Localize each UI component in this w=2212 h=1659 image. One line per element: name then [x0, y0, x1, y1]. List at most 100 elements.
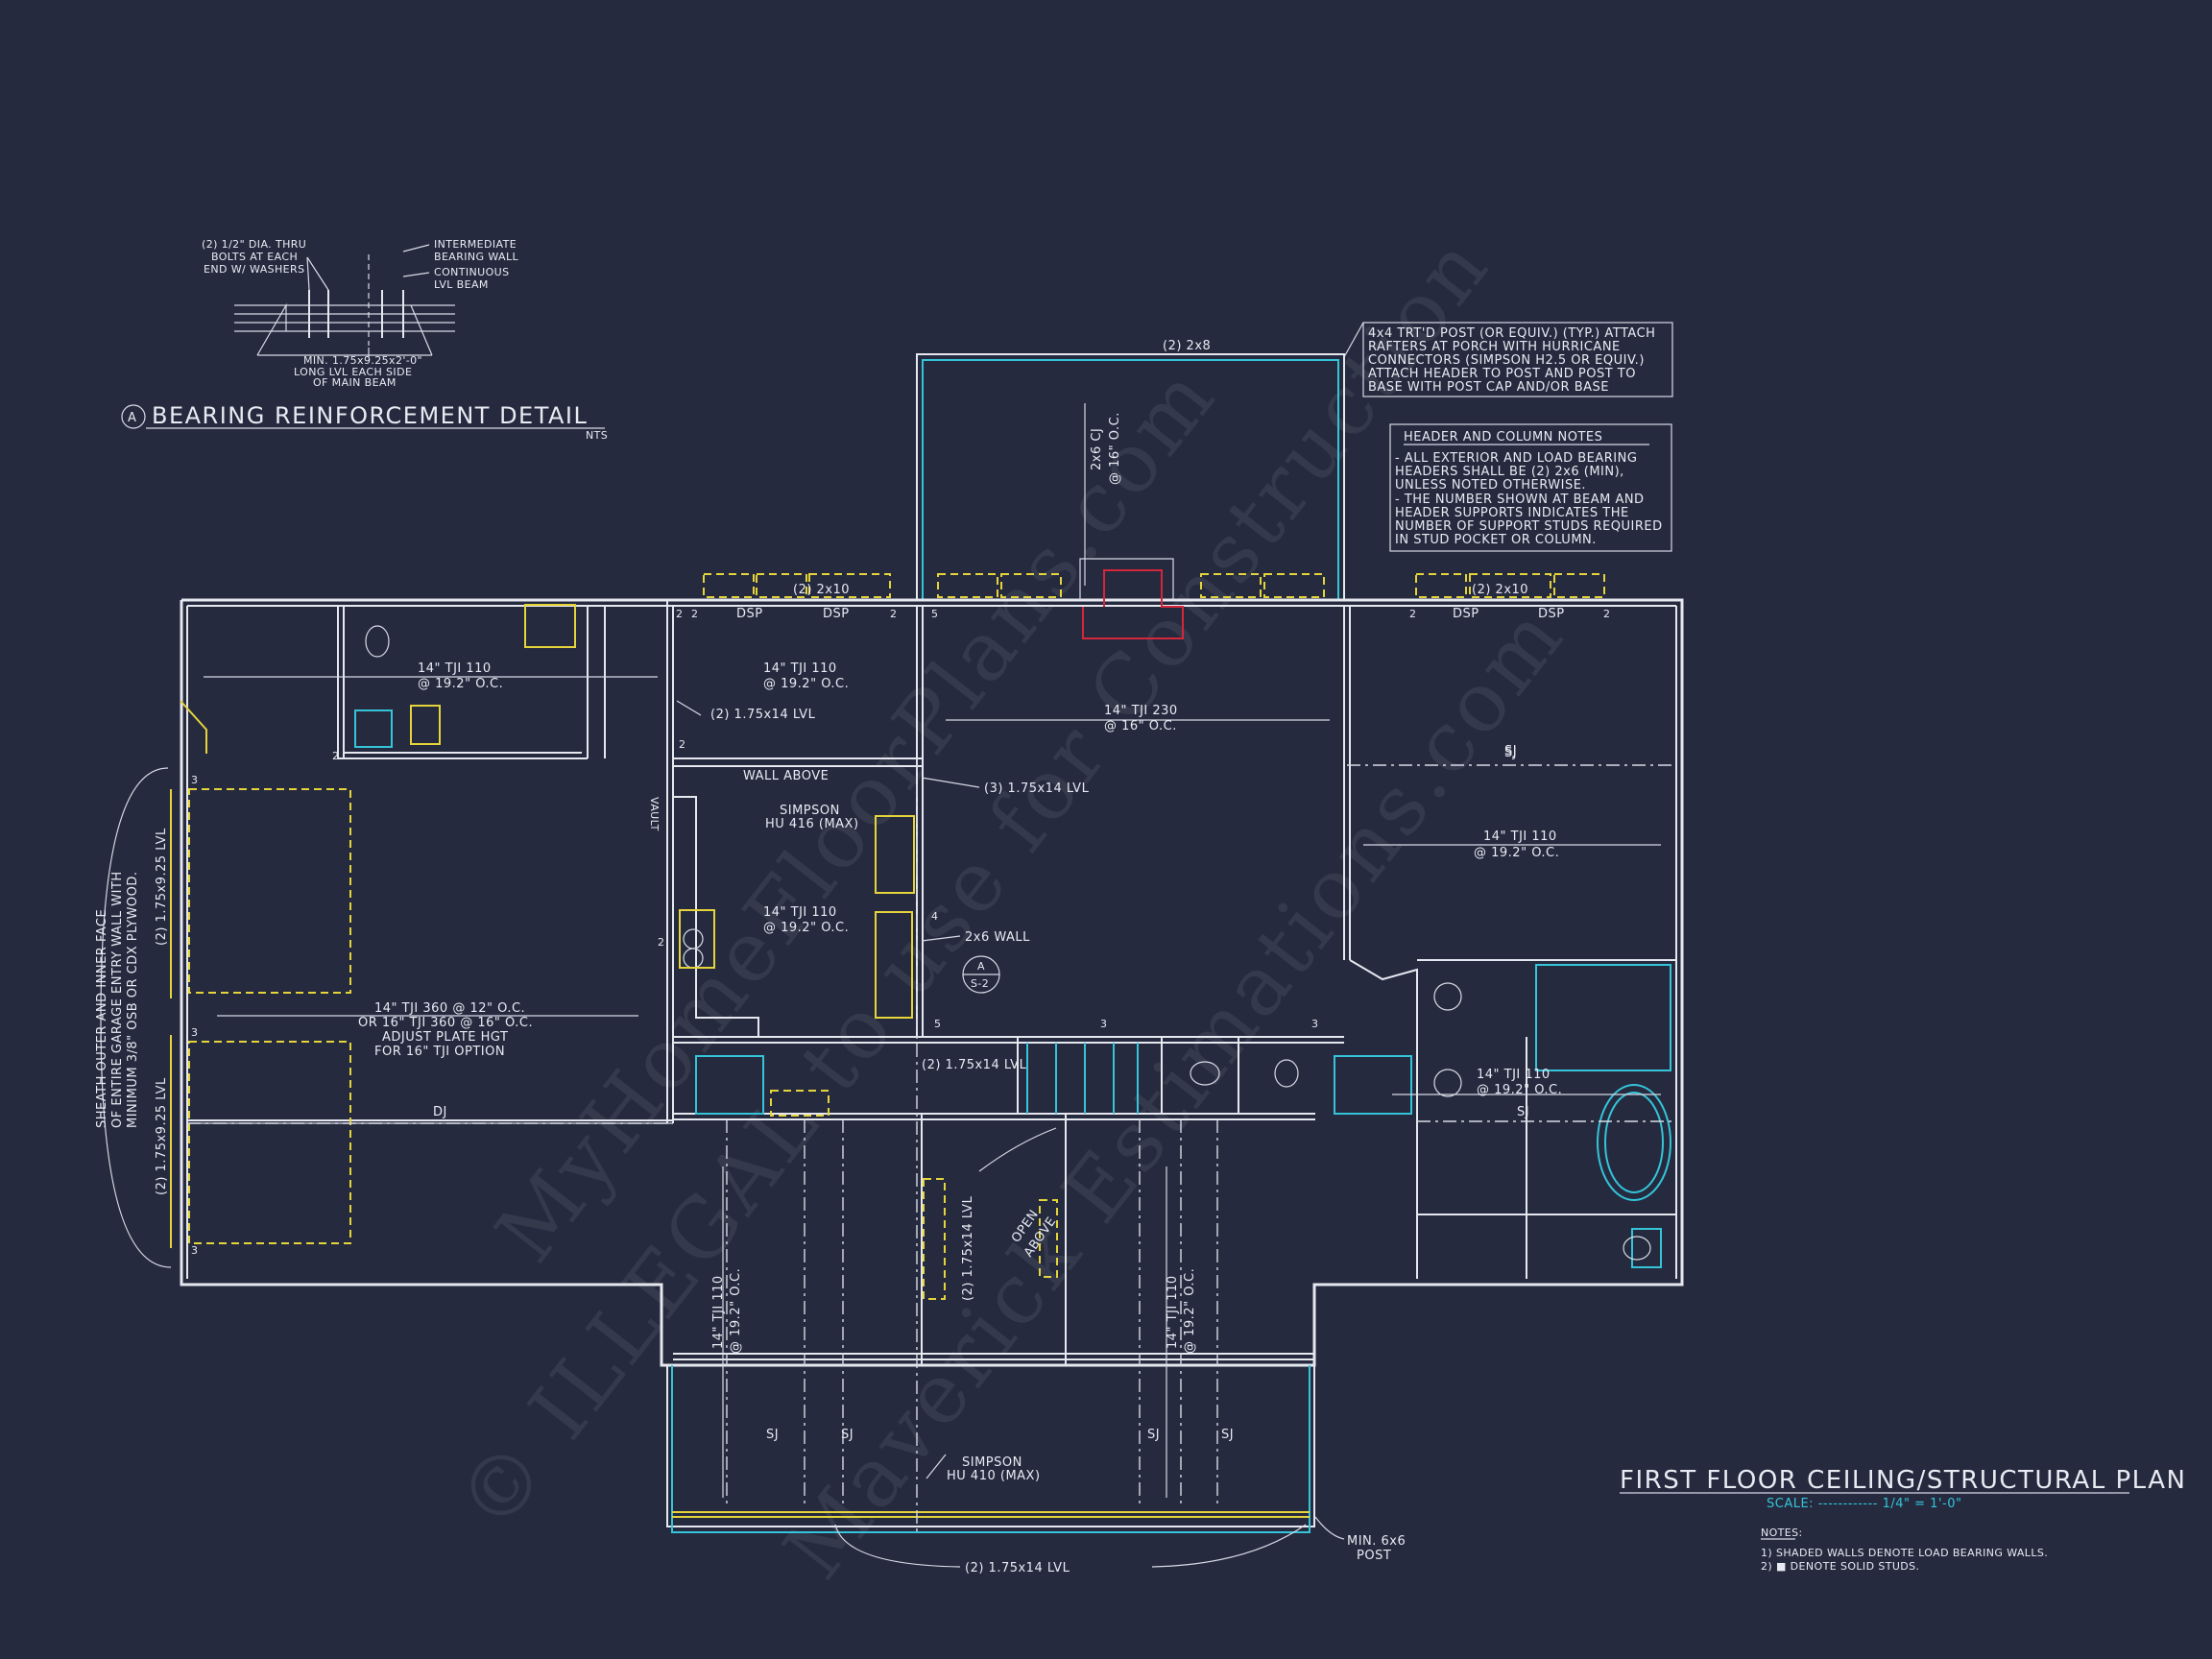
stud-count: 2	[890, 608, 897, 620]
great-room-sj: SJ	[1504, 744, 1517, 758]
kitchen-joist: 14" TJI 110	[763, 905, 837, 920]
stud-counts: 2 2 2 5 2 2 3 2 4 5 3 3 3 3 2 2	[191, 608, 1610, 1257]
stud-count: 2	[1409, 608, 1416, 620]
dsp-label-2: DSP	[823, 607, 850, 621]
header-note-1: - ALL EXTERIOR AND LOAD BEARING	[1395, 451, 1637, 466]
porch-note-line-2: RAFTERS AT PORCH WITH HURRICANE	[1368, 340, 1621, 354]
stud-count: 2	[691, 608, 698, 620]
header-note-4: - THE NUMBER SHOWN AT BEAM AND	[1395, 493, 1645, 507]
dining-joist: 14" TJI 110	[711, 1275, 726, 1349]
stud-count: 3	[191, 774, 198, 786]
plan-scale: SCALE: ------------ 1/4" = 1'-0"	[1767, 1497, 1961, 1511]
lvl-3-label: (3) 1.75x14 LVL	[984, 781, 1090, 796]
detail-scale: NTS	[586, 429, 608, 442]
stud-count: 2	[679, 738, 685, 751]
garage-joist-4: FOR 16" TJI OPTION	[374, 1045, 505, 1059]
master-sj: SJ	[1504, 746, 1517, 760]
study-joist-spacing: @ 19.2" O.C.	[1183, 1268, 1197, 1354]
header-note-5: HEADER SUPPORTS INDICATES THE	[1395, 506, 1629, 520]
dsp-label-4: DSP	[1538, 607, 1565, 621]
plan-note-1: 1) SHADED WALLS DENOTE LOAD BEARING WALL…	[1761, 1547, 2048, 1559]
header-note-7: IN STUD POCKET OR COLUMN.	[1395, 533, 1597, 547]
header-2x10-left: (2) 2x10	[793, 583, 850, 597]
master-joist-spacing: @ 19.2" O.C.	[1474, 846, 1559, 860]
open-lvl: (2) 1.75x14 LVL	[961, 1195, 975, 1301]
simpson-410-line-1: SIMPSON	[962, 1455, 1022, 1470]
headers-and-cabinets	[170, 558, 1605, 1300]
porch-sj-1: SJ	[766, 1428, 779, 1442]
detail-note-min-2: LONG LVL EACH SIDE	[294, 366, 412, 378]
interior-walls	[187, 600, 1676, 1365]
rear-cj-label: 2x6 CJ	[1090, 428, 1104, 470]
bath-sj: SJ	[1517, 1105, 1529, 1119]
kitchen-joist-spacing: @ 19.2" O.C.	[763, 921, 849, 935]
porch-note-line-5: BASE WITH POST CAP AND/OR BASE	[1368, 380, 1609, 395]
post-label-1: MIN. 6x6	[1347, 1534, 1406, 1549]
header-note-6: NUMBER OF SUPPORT STUDS REQUIRED	[1395, 519, 1663, 534]
fixtures	[354, 625, 1671, 1268]
wall-2x6-label: 2x6 WALL	[965, 930, 1030, 945]
detail-note-beam-1: CONTINUOUS	[434, 266, 510, 278]
porch-note-line-4: ATTACH HEADER TO POST AND POST TO	[1368, 367, 1636, 381]
exterior-walls	[180, 353, 1684, 1533]
porch-post-note: 4x4 TRT'D POST (OR EQUIV.) (TYP.) ATTACH…	[1343, 322, 1673, 397]
detail-marker: A	[128, 411, 136, 425]
detail-note-wall-1: INTERMEDIATE	[434, 238, 517, 251]
garage-dj: DJ	[433, 1105, 447, 1119]
stud-count: 4	[931, 910, 938, 923]
dsp-label-1: DSP	[736, 607, 763, 621]
master-joist: 14" TJI 110	[1483, 830, 1557, 844]
study-joist: 14" TJI 110	[1166, 1275, 1180, 1349]
stud-count: 3	[191, 1026, 198, 1039]
porch-lvl: (2) 1.75x14 LVL	[965, 1561, 1070, 1575]
detail-note-bolts-1: (2) 1/2" DIA. THRU	[202, 238, 306, 251]
stud-count: 5	[931, 608, 938, 620]
garage-lvl-top: (2) 1.75x9.25 LVL	[155, 828, 169, 946]
detail-note-min-1: MIN. 1.75x9.25x2'-0"	[303, 354, 422, 367]
bath-joist-spacing: @ 19.2" O.C.	[1477, 1083, 1562, 1097]
garage-sheath-2: OF ENTIRE GARAGE ENTRY WALL WITH	[110, 871, 125, 1128]
vault-label: VAULT	[648, 797, 661, 831]
header-note-3: UNLESS NOTED OTHERWISE.	[1395, 478, 1586, 493]
bath-joist: 14" TJI 110	[1477, 1068, 1551, 1082]
stud-count: 3	[191, 1244, 198, 1257]
section-letter: A	[977, 960, 985, 973]
porch-sj-4: SJ	[1221, 1428, 1234, 1442]
wall-above-label: WALL ABOVE	[743, 769, 829, 783]
header-note-2: HEADERS SHALL BE (2) 2x6 (MIN),	[1395, 465, 1624, 479]
detail-note-beam-2: LVL BEAM	[434, 278, 489, 291]
post-label-2: POST	[1357, 1549, 1391, 1563]
porch-note-line-1: 4x4 TRT'D POST (OR EQUIV.) (TYP.) ATTACH	[1368, 326, 1655, 341]
hall-joist-spacing: @ 19.2" O.C.	[763, 677, 849, 691]
stud-count: 5	[934, 1018, 941, 1030]
detail-note-min-3: OF MAIN BEAM	[313, 376, 397, 389]
hall-lvl: (2) 1.75x14 LVL	[710, 708, 816, 722]
dsp-label-3: DSP	[1453, 607, 1479, 621]
stud-count: 3	[1100, 1018, 1107, 1030]
plan-title: FIRST FLOOR CEILING/STRUCTURAL PLAN	[1620, 1466, 2186, 1495]
notes-heading: NOTES:	[1761, 1527, 1803, 1539]
detail-note-wall-2: BEARING WALL	[434, 251, 518, 263]
stud-count: 2	[658, 936, 664, 949]
section-sheet: S-2	[971, 977, 989, 990]
header-column-notes: HEADER AND COLUMN NOTES - ALL EXTERIOR A…	[1389, 423, 1672, 552]
porch-sj-3: SJ	[1147, 1428, 1160, 1442]
bearing-reinforcement-detail: (2) 1/2" DIA. THRU BOLTS AT EACH END W/ …	[121, 238, 608, 442]
header-2x10-right: (2) 2x10	[1472, 583, 1528, 597]
plan-note-2: 2) ■ DENOTE SOLID STUDS.	[1761, 1560, 1919, 1573]
header-notes-title: HEADER AND COLUMN NOTES	[1404, 430, 1602, 445]
garage-joist-1: 14" TJI 360 @ 12" O.C.	[374, 1001, 525, 1016]
rear-cj-spacing: @ 16" O.C.	[1108, 412, 1122, 485]
great-room-joist-spacing: @ 16" O.C.	[1104, 719, 1177, 733]
simpson-416-line-1: SIMPSON	[780, 804, 840, 818]
garage-sheath-3: MINIMUM 3/8" OSB OR CDX PLYWOOD.	[126, 871, 140, 1128]
porch-sj-2: SJ	[841, 1428, 854, 1442]
garage-joist-3: ADJUST PLATE HGT	[382, 1030, 508, 1045]
leaders	[100, 700, 1345, 1568]
detail-note-bolts-2: BOLTS AT EACH	[211, 251, 298, 263]
rear-header-label: (2) 2x8	[1163, 339, 1211, 353]
kitchen-lvl: (2) 1.75x14 LVL	[922, 1058, 1027, 1072]
joist-lines	[187, 403, 1676, 1536]
stud-count: 2	[1603, 608, 1610, 620]
